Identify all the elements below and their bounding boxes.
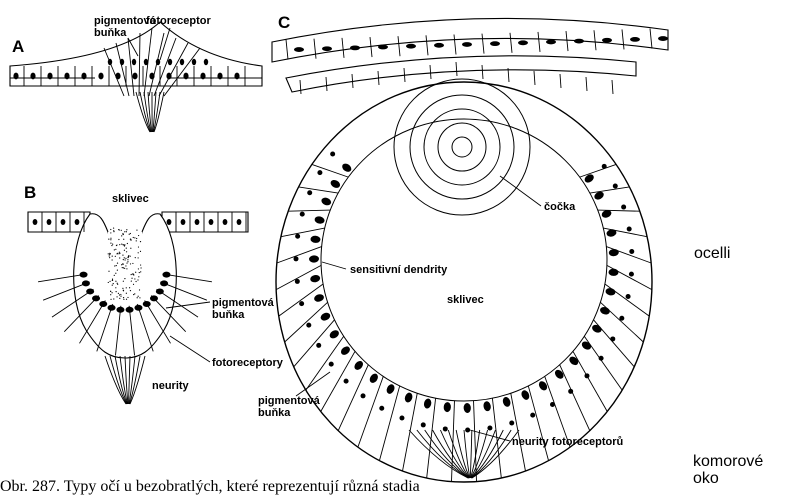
panel-b-cup [28,212,248,358]
panel-a-neurites [136,92,164,132]
figure-caption: Obr. 287. Typy očí u bezobratlých, které… [0,478,420,495]
panel-a-photoreceptor-label: fotoreceptor [146,15,212,27]
panel-c-lens-label: čočka [544,201,576,213]
panel-c-neurites [409,430,519,478]
panel-c-dendrites-label: sensitivní dendrity [350,264,448,276]
panel-c-letter: C [278,13,290,32]
panel-c-neurites-label: neurity fotoreceptorů [512,436,623,448]
panel-b-vitreous-label: sklivec [112,193,149,205]
panel-b-neurites [105,356,145,404]
panel-b-letter: B [24,183,36,202]
panel-b-photoreceptors-label: fotoreceptory [212,357,284,369]
panel-a-epithelium [10,22,262,96]
panel-a-letter: A [12,37,24,56]
panel-c-eye-cup [276,82,652,482]
ocelli-label: ocelli [694,245,730,262]
panel-c-vitreous-label: sklivec [447,294,484,306]
panel-b-neurites-label: neurity [152,380,190,392]
